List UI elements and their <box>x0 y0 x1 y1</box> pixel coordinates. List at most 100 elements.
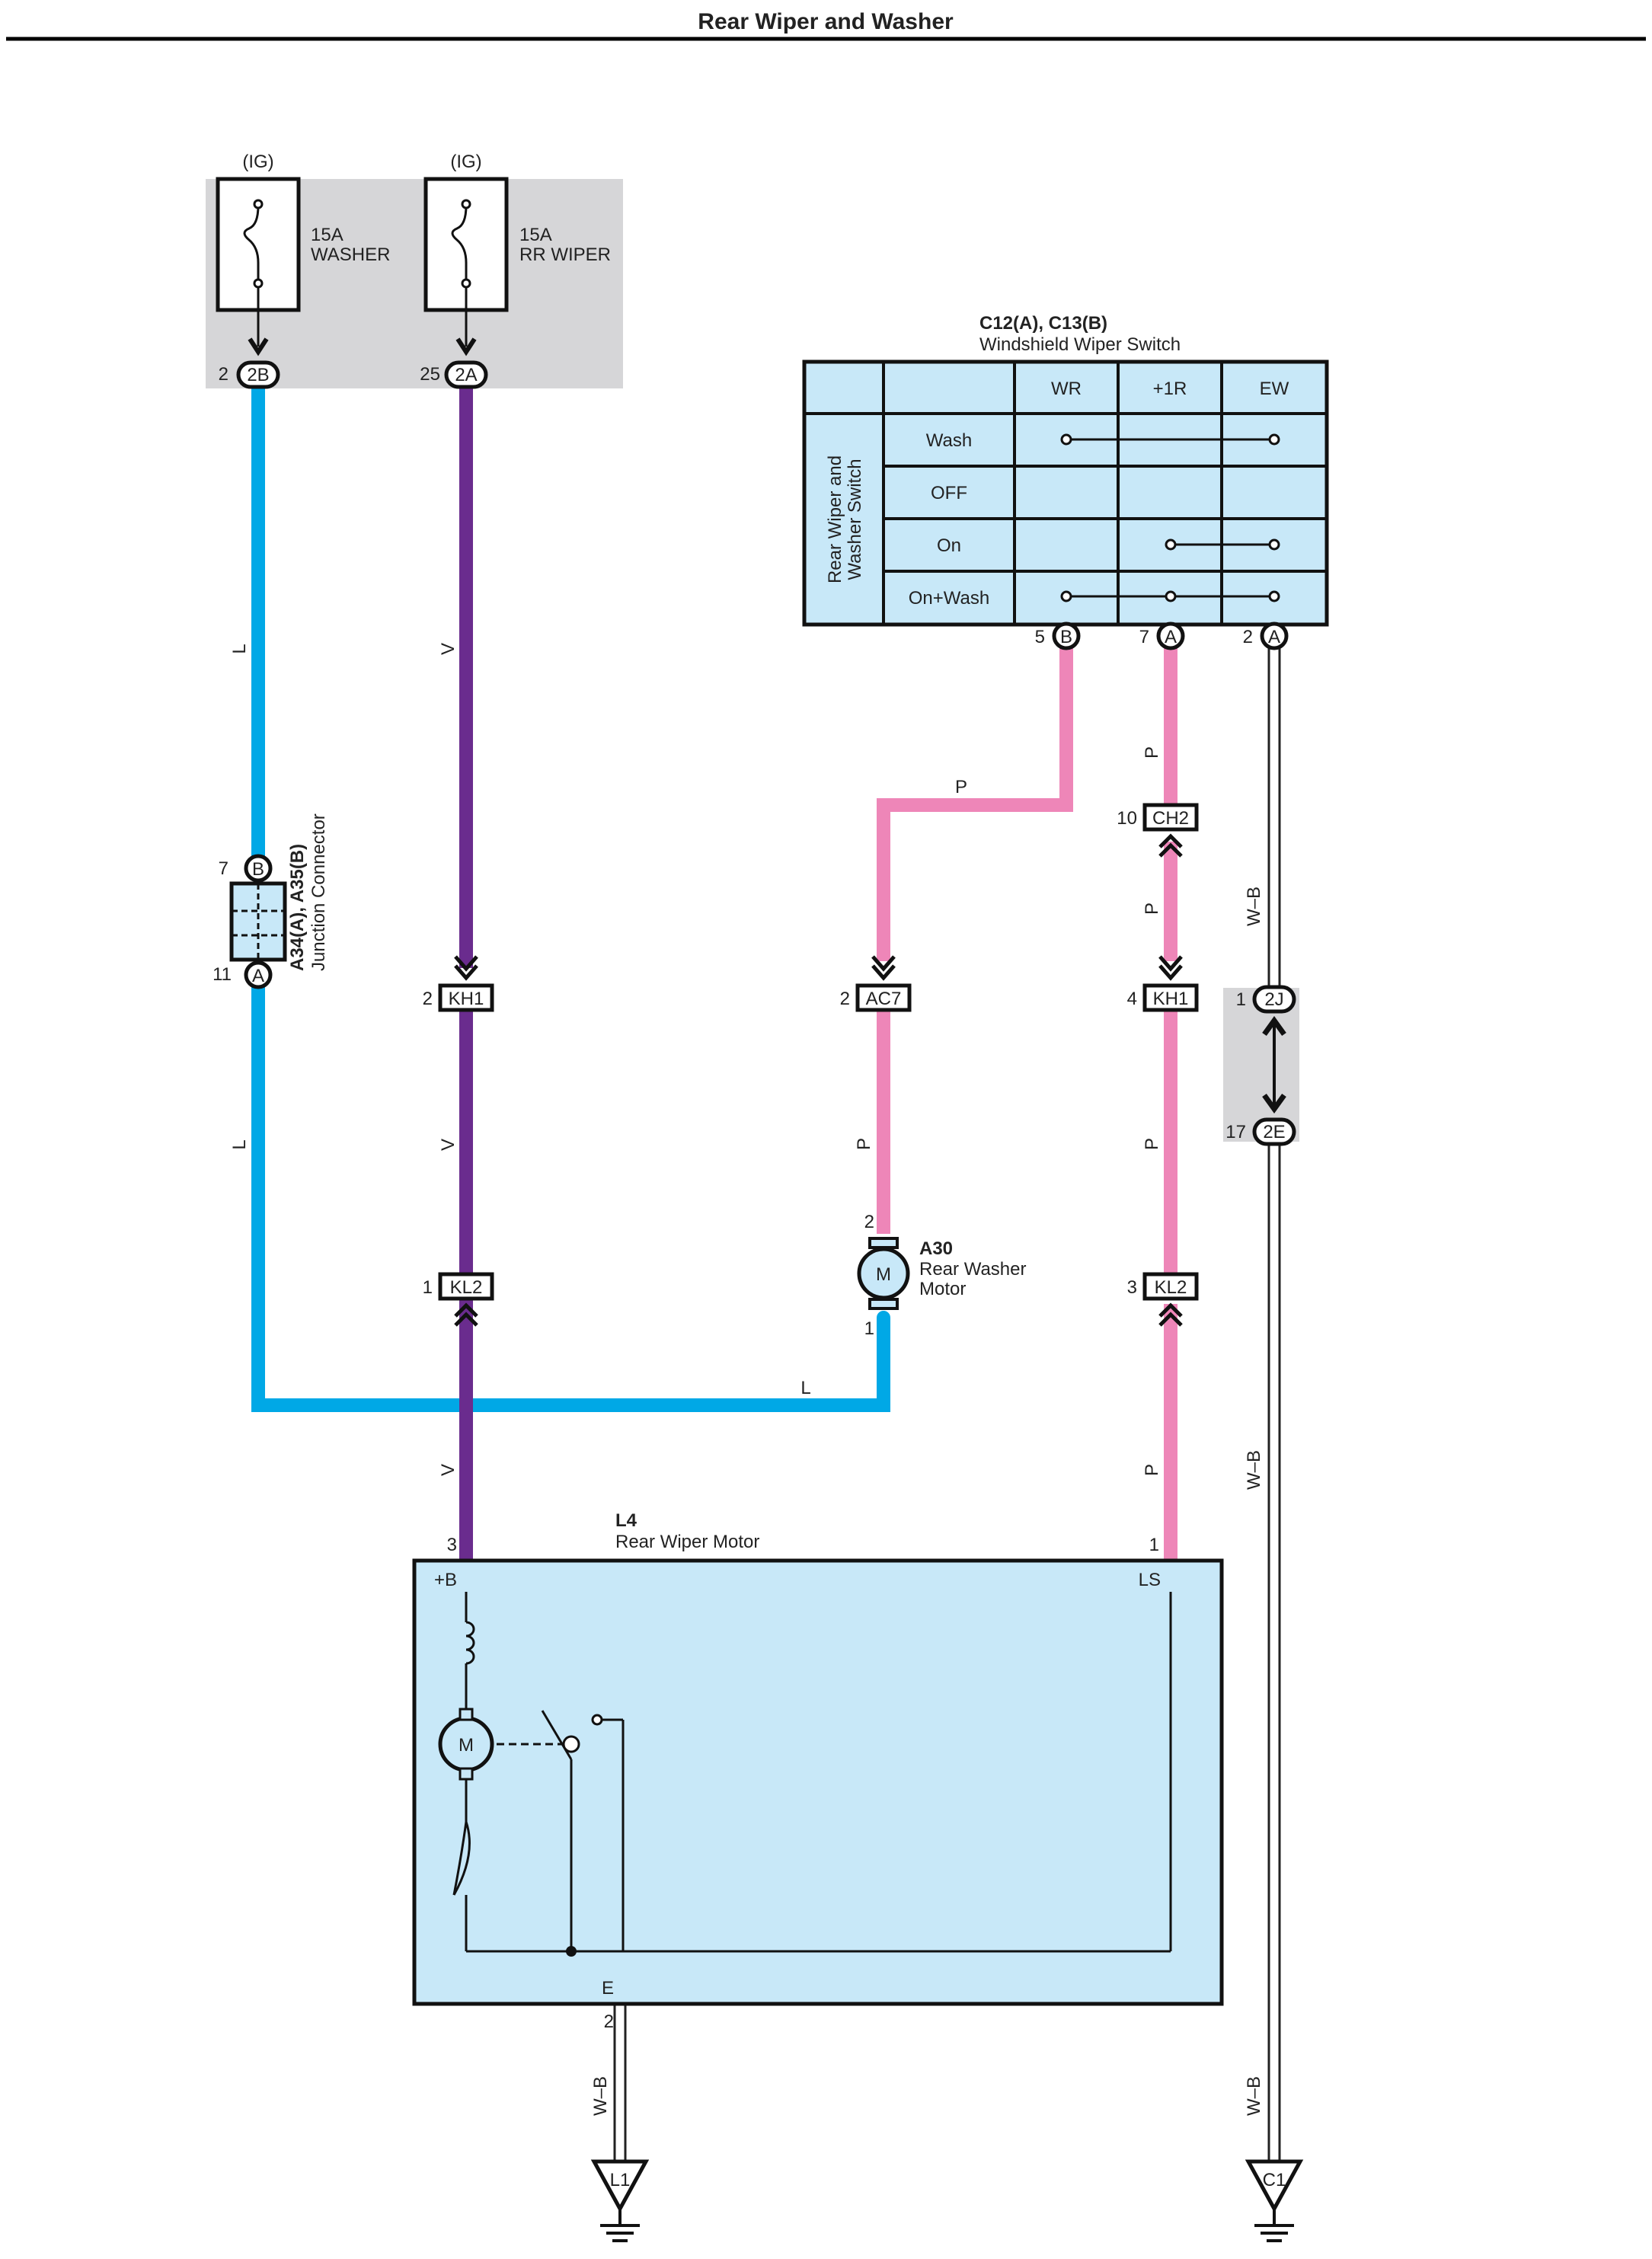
connector-kh1-right: KH1 4 <box>1127 955 1199 1012</box>
wiper-motor-internal-circuit <box>452 1592 1172 1953</box>
wire-label-wb: W–B <box>1244 1450 1264 1490</box>
wire-label-l: L <box>229 1139 250 1149</box>
rear-wiper-motor: L4 Rear Wiper Motor 3 1 +B LS E 2 M <box>412 1510 1224 2032</box>
connector-name: KH1 <box>449 989 484 1009</box>
wire-label-p: P <box>955 777 967 797</box>
motor-m-icon: M <box>459 1735 474 1756</box>
wiper-motor-pin: 3 <box>447 1535 457 1555</box>
fuse-rating: 15A <box>311 225 344 245</box>
ground-name: L1 <box>610 2170 631 2190</box>
connector-name: KL2 <box>1155 1277 1187 1298</box>
wire-wb-left <box>613 2005 627 2162</box>
fuse-rating: 15A <box>519 225 552 245</box>
junction-id: A34(A), A35(B) <box>287 844 308 971</box>
switch-pin: 7 <box>1139 627 1149 647</box>
fuse-washer: (IG) 15A WASHER 2 2B <box>216 152 390 389</box>
fuse-name: RR WIPER <box>519 244 611 265</box>
wire-label-wb: W–B <box>1244 887 1264 926</box>
wire-wb-right <box>1267 646 1281 2162</box>
connector-kl2-left: KL2 1 <box>423 1272 494 1327</box>
switch-pin: 2 <box>1243 627 1253 647</box>
washer-motor-name: Motor <box>919 1279 966 1299</box>
switch-continuity <box>1060 433 1280 602</box>
fuse-pin: 2 <box>219 364 228 385</box>
switch-row-off: OFF <box>931 483 967 503</box>
wire-l <box>251 380 890 1412</box>
junction-conn: A <box>252 966 264 986</box>
switch-col-wr: WR <box>1051 379 1082 399</box>
wire-label-p: P <box>1142 746 1162 759</box>
wire-label-v: V <box>438 1139 459 1151</box>
wire-label-v: V <box>438 643 459 655</box>
switch-name: Windshield Wiper Switch <box>979 334 1181 355</box>
wiper-motor-terminal: E <box>602 1978 614 1999</box>
connector-pin: 2 <box>423 989 433 1009</box>
connector-name: AC7 <box>866 989 902 1009</box>
connector-ch2: CH2 10 <box>1117 803 1199 858</box>
switch-row-on: On <box>937 535 961 556</box>
fuse-source-label: (IG) <box>450 152 481 172</box>
ground-name: C1 <box>1263 2170 1286 2190</box>
fuse-pin: 25 <box>420 364 440 385</box>
wiper-motor-id: L4 <box>615 1510 637 1531</box>
wire-label-l: L <box>800 1378 810 1398</box>
fuse-rr-wiper: (IG) 15A RR WIPER 25 2A <box>420 152 611 389</box>
page-title: Rear Wiper and Washer <box>698 9 954 34</box>
fuse-connector: 2B <box>247 365 269 385</box>
junction-pin: 11 <box>212 964 232 985</box>
switch-cam <box>562 1735 580 1753</box>
switch-pin-conn: A <box>1268 627 1280 647</box>
wire-label-wb: W–B <box>590 2076 611 2116</box>
connector-name: 2E <box>1263 1122 1285 1142</box>
connector-pin: 1 <box>423 1277 433 1298</box>
wiper-motor-name: Rear Wiper Motor <box>615 1532 759 1552</box>
windshield-wiper-switch: C12(A), C13(B) Windshield Wiper Switch W… <box>802 313 1329 650</box>
junction-connector: 7 B 11 A A34(A), A35(B) Junction Connect… <box>212 813 329 989</box>
washer-motor-name: Rear Washer <box>919 1259 1026 1280</box>
switch-row-wash: Wash <box>926 430 972 451</box>
rear-washer-motor: 2 M 1 A30 Rear Washer Motor <box>857 1212 1026 1339</box>
switch-pin: 5 <box>1035 627 1045 647</box>
connector-pin: 4 <box>1127 989 1137 1009</box>
wiper-motor-terminal: +B <box>434 1570 457 1590</box>
switch-col-ew: EW <box>1260 379 1289 399</box>
washer-motor-pin: 2 <box>864 1212 874 1232</box>
washer-motor-pin: 1 <box>864 1318 874 1339</box>
switch-col-1r: +1R <box>1153 379 1187 399</box>
wire-label-p: P <box>1142 1138 1162 1150</box>
motor-m-icon: M <box>876 1264 891 1285</box>
fuse-connector: 2A <box>455 365 477 385</box>
junction-name: Junction Connector <box>308 813 329 971</box>
wiper-motor-terminal: LS <box>1139 1570 1161 1590</box>
wire-p-washer <box>877 647 1073 1234</box>
wire-label-p: P <box>1142 903 1162 915</box>
wire-label-v: V <box>438 1464 459 1476</box>
washer-motor-id: A30 <box>919 1238 953 1259</box>
wiper-motor-pin: 1 <box>1149 1535 1159 1555</box>
switch-pin-conn: A <box>1165 627 1177 647</box>
wire-label-wb: W–B <box>1244 2076 1264 2116</box>
switch-pin-conn: B <box>1060 627 1072 647</box>
switch-id: C12(A), C13(B) <box>979 313 1107 334</box>
ground-l1: L1 <box>594 2162 646 2241</box>
wire-label-l: L <box>229 644 250 653</box>
fuse-source-label: (IG) <box>242 152 273 172</box>
junction-pin: 7 <box>219 858 228 879</box>
connector-name: KH1 <box>1153 989 1189 1009</box>
connector-2j-2e: 1 2J 17 2E <box>1225 985 1296 1146</box>
connector-kl2-right: KL2 3 <box>1127 1272 1199 1327</box>
connector-pin: 2 <box>840 989 850 1009</box>
connector-pin: 10 <box>1117 808 1137 829</box>
wiper-motor-pin: 2 <box>604 2011 614 2032</box>
connector-ac7: AC7 2 <box>840 955 912 1012</box>
connector-name: KL2 <box>450 1277 483 1298</box>
connector-name: CH2 <box>1152 808 1189 829</box>
switch-side-label: Washer Switch <box>845 459 865 580</box>
wire-label-p: P <box>854 1138 874 1150</box>
fuse-name: WASHER <box>311 244 390 265</box>
connector-kh1-left: KH1 2 <box>423 955 494 1012</box>
junction-dot <box>566 1946 577 1957</box>
switch-row-on-wash: On+Wash <box>909 588 990 609</box>
junction-block-2j-2e-background <box>1223 988 1299 1142</box>
